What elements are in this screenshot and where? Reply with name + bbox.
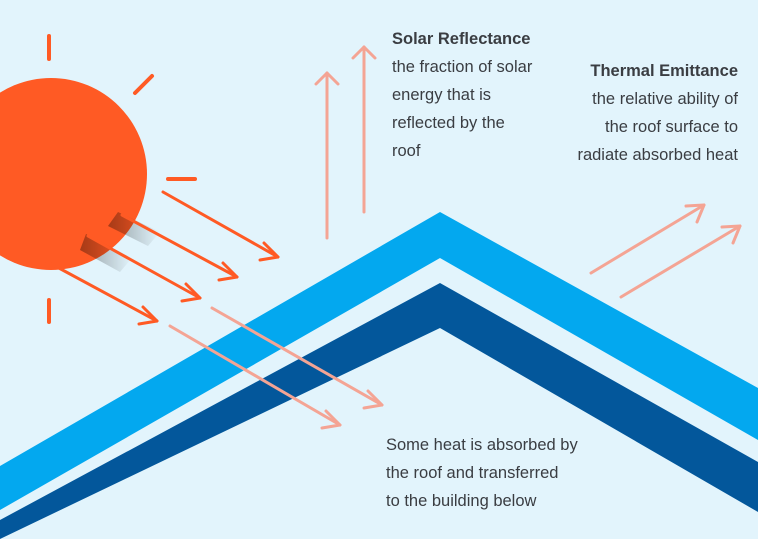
solar-reflectance-title: Solar Reflectance [392,30,531,48]
absorbed-ray-arrow-icon [168,324,342,430]
solar-reflectance-description: the fraction of solar energy that is ref… [392,58,533,160]
incoming-ray-arrow-icon [120,213,239,282]
incoming-ray-arrow-icon [161,190,280,262]
roof-inner-layer [0,283,758,539]
sun-disc [0,78,147,270]
ray-shadow [108,212,160,246]
emitted-arrow-icon [619,224,742,299]
absorbed-heat-description: Some heat is absorbed by the roof and tr… [386,436,578,510]
solar-reflectance-label: Solar Reflectance the fraction of solar … [392,25,532,165]
absorbed-heat-label: Some heat is absorbed by the roof and tr… [386,431,578,515]
reflected-rays [314,45,377,240]
thermal-emittance-description: the relative ability of the roof surface… [577,90,738,164]
roof-outer-layer [0,212,758,510]
incoming-ray-arrow-icon [86,234,202,303]
emitted-arrow-icon [589,203,706,275]
thermal-emittance-title: Thermal Emittance [590,62,738,80]
ray-shadow [80,234,132,272]
thermal-emittance-label: Thermal Emittance the relative ability o… [577,57,738,169]
absorbed-ray-arrow-icon [210,306,384,410]
sun-icon [0,34,197,324]
incoming-rays [42,190,280,326]
reflected-arrow-icon [351,45,377,214]
reflected-arrow-icon [314,71,340,240]
incoming-ray-arrow-icon [42,258,159,326]
emitted-rays [589,203,742,299]
sunbeam-icon [133,74,154,95]
absorbed-rays [168,306,384,430]
